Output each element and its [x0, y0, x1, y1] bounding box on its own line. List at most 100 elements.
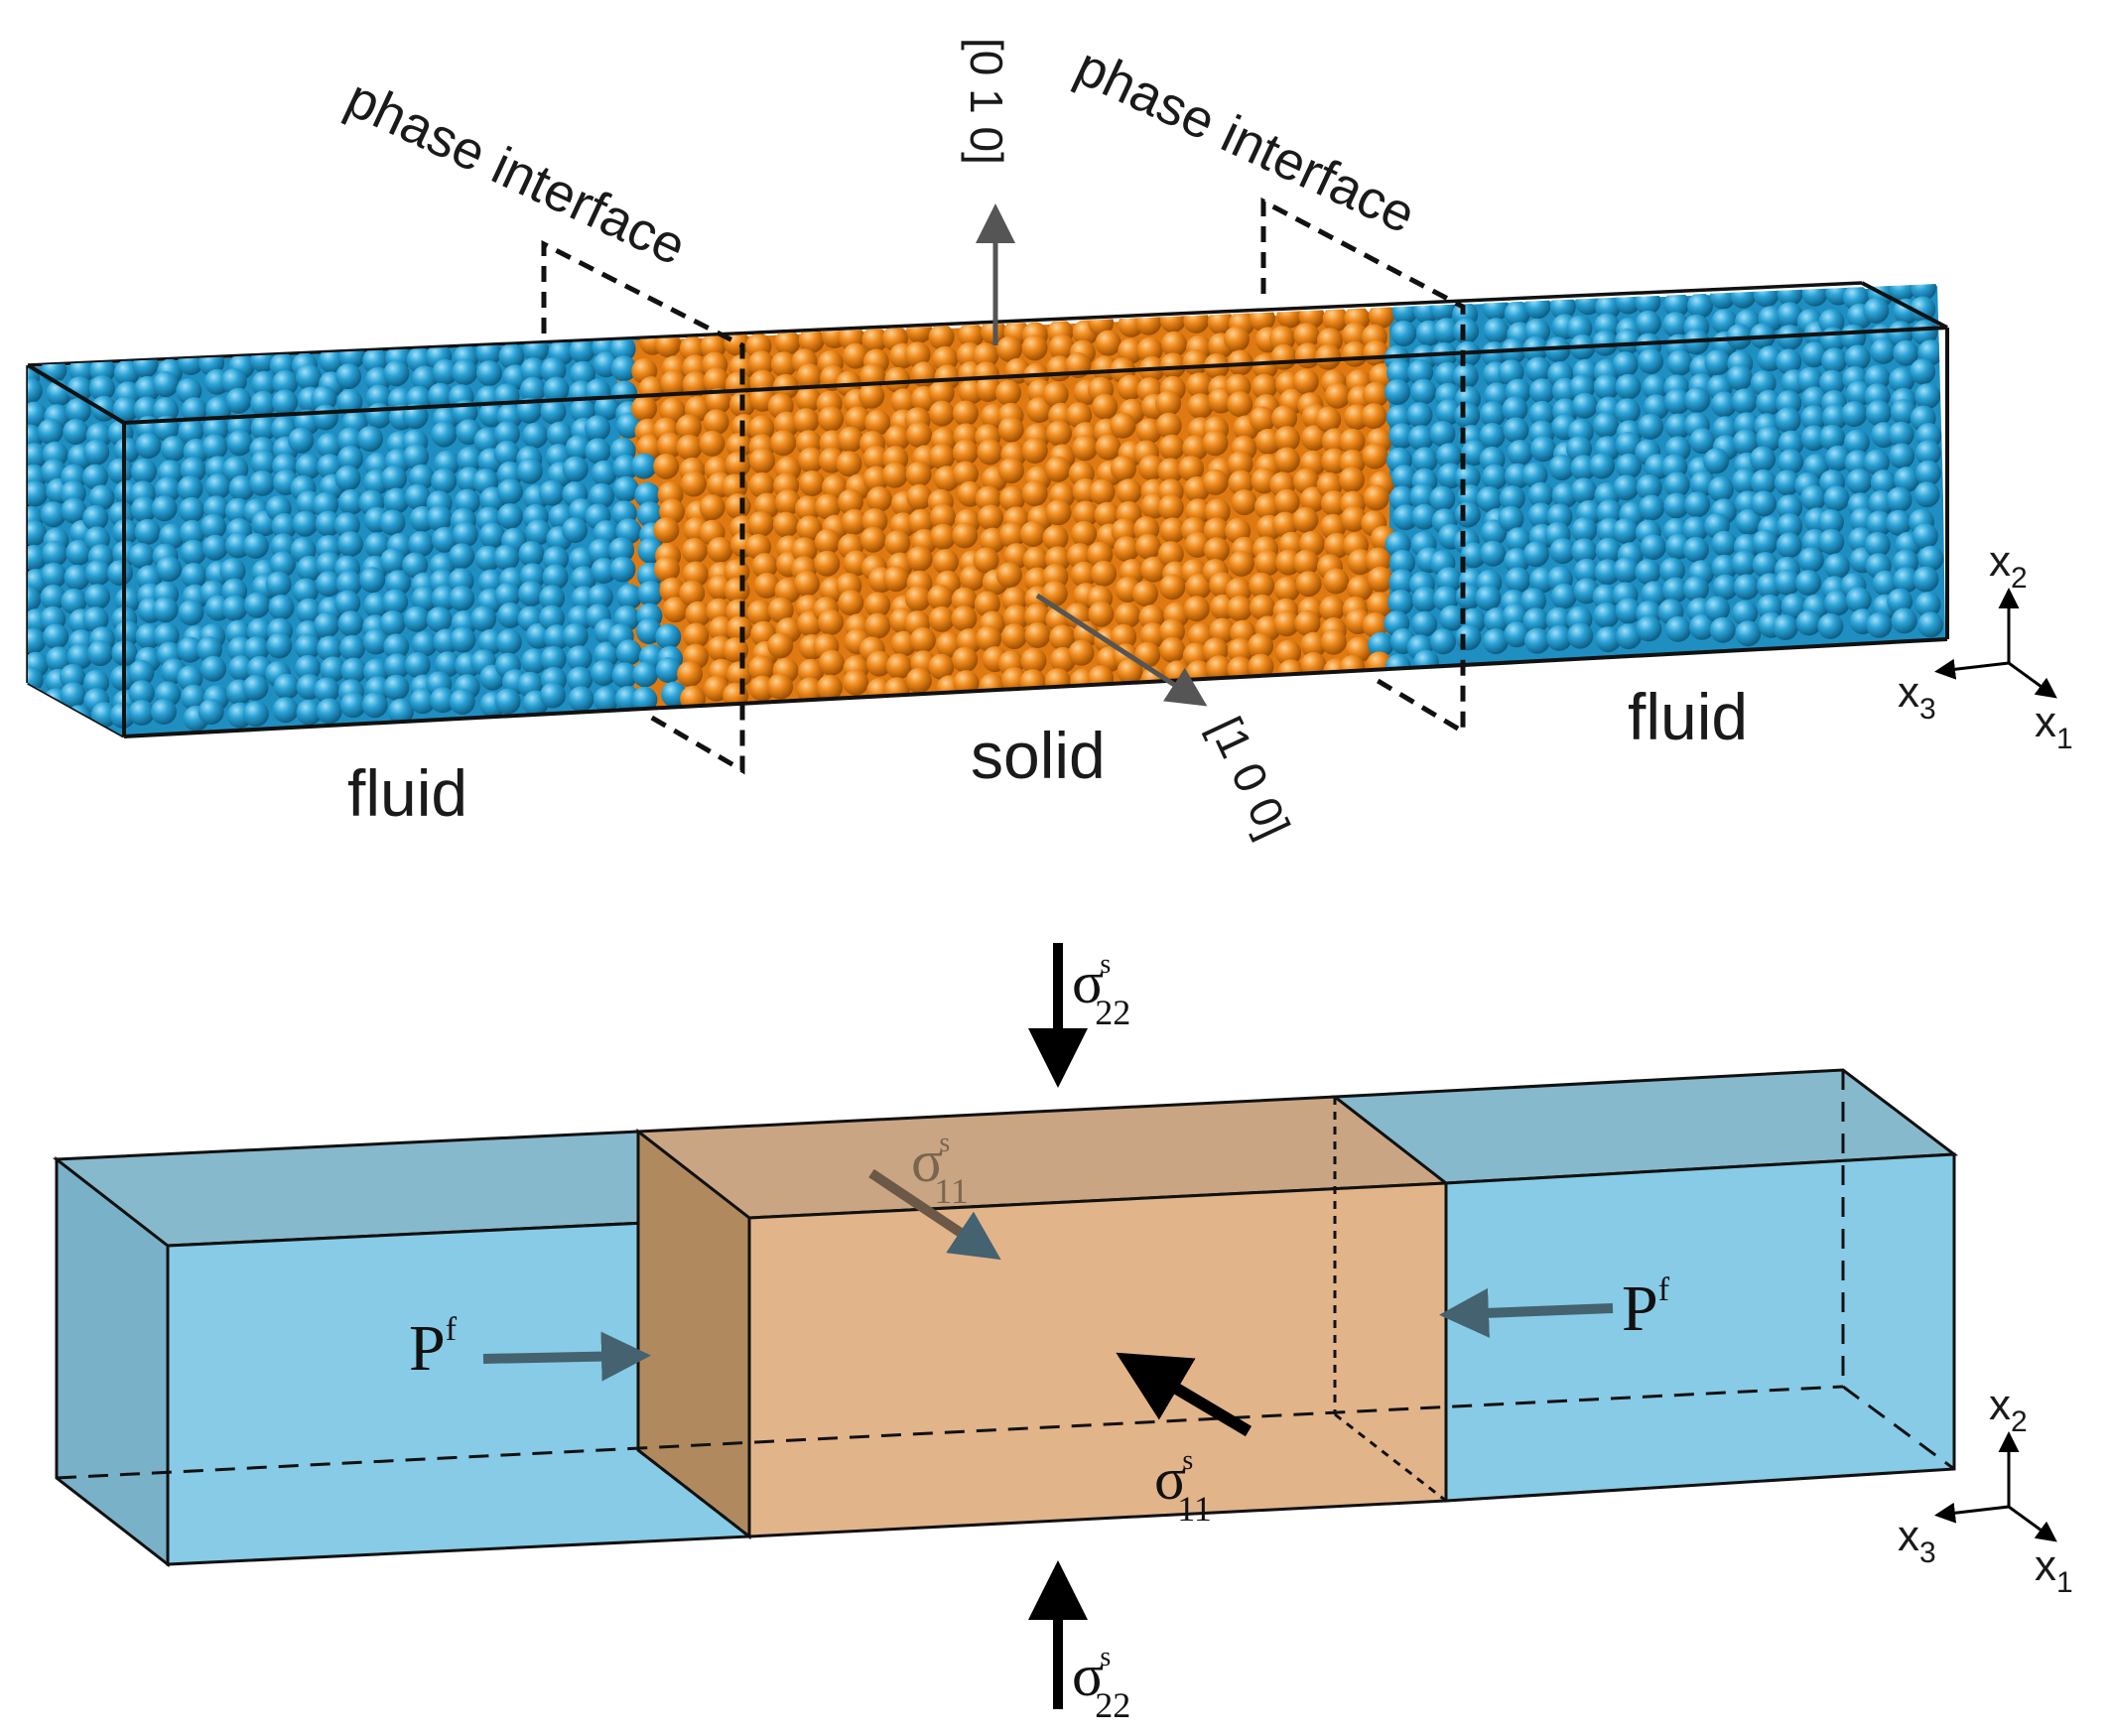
fluid-atom [1775, 407, 1801, 434]
sigma11-back-arrow [868, 1168, 1001, 1261]
fluid-atom [1570, 455, 1597, 481]
fluid-atom [200, 513, 226, 540]
fluid-atom [1527, 502, 1554, 529]
fluid-atom [1411, 447, 1438, 473]
fluid-atom [427, 382, 454, 409]
solid-atom [798, 658, 824, 685]
fluid-atom [65, 397, 91, 424]
axis-triad-bottom: x2 x3 x1 [1898, 1381, 2073, 1599]
fluid-atom [153, 397, 179, 424]
fluid-atom [269, 551, 296, 578]
fluid-atom [1870, 337, 1897, 364]
fluid-atom [494, 582, 521, 608]
fluid-atom [1682, 516, 1709, 543]
solid-atom [974, 591, 1000, 617]
fluid-atom [539, 479, 565, 506]
solid-atom [881, 462, 908, 488]
solid-atom [683, 622, 710, 649]
fluid-atom [631, 686, 658, 713]
solid-atom [861, 327, 888, 353]
fluid-atom [1823, 485, 1850, 512]
solid-atom [749, 448, 775, 474]
fluid-atom [568, 686, 594, 713]
solid-atom [753, 573, 780, 599]
solid-atom [799, 470, 826, 496]
fluid-atom [1548, 455, 1575, 481]
fluid-atom [201, 534, 228, 561]
solid-atom [1159, 636, 1186, 663]
fluid-atom [495, 628, 522, 655]
fluid-atom [516, 397, 543, 424]
fluid-atom [28, 687, 49, 714]
solid-atom [952, 646, 979, 673]
solid-atom [814, 528, 841, 555]
fluid-atom [1890, 399, 1916, 426]
fluid-atom [181, 397, 207, 424]
fluid-atom [1567, 622, 1594, 649]
solid-atom [1019, 521, 1046, 547]
axis-x3-label: x3 [1898, 668, 1936, 726]
fluid-atom [1864, 364, 1891, 391]
solid-atom [1021, 480, 1048, 507]
fluid-atom [1615, 373, 1642, 400]
fluid-atom [296, 699, 323, 726]
fluid-atom [271, 513, 298, 539]
solid-atom [1114, 536, 1139, 563]
fluid-atom [435, 651, 461, 678]
fluid-atom [1390, 321, 1417, 346]
solid-atom [1178, 456, 1205, 482]
solid-atom [1367, 566, 1393, 593]
fluid-atom [1887, 588, 1913, 614]
fluid-atom [1863, 449, 1890, 475]
fluid-atom [383, 487, 410, 514]
fluid-atom [562, 517, 589, 544]
fluid-atom [611, 662, 638, 689]
fluid-atom [1893, 339, 1919, 366]
solid-atom [1361, 403, 1387, 430]
fluid-atom [1684, 387, 1711, 413]
solid-atom [708, 615, 734, 642]
solid-atom [1320, 490, 1347, 517]
direction-100-label: [1 0 0] [1200, 709, 1300, 846]
fluid-atom [1504, 548, 1530, 575]
fluid-atom [316, 433, 342, 460]
fluid-atom [1387, 590, 1414, 615]
fluid-atom [609, 335, 636, 362]
fluid-atom [379, 610, 406, 636]
fluid-atom [1368, 631, 1394, 658]
fluid-atom [28, 520, 47, 547]
solid-atom [1367, 592, 1393, 618]
solid-atom [1209, 617, 1236, 644]
solid-atom [748, 655, 775, 682]
solid-atom [1116, 478, 1142, 505]
fluid-atom [135, 623, 162, 650]
fluid-atom [593, 394, 620, 421]
fluid-atom [314, 611, 339, 638]
solid-atom [1295, 571, 1322, 598]
fluid-atom [616, 584, 643, 610]
fluid-atom [1732, 467, 1758, 494]
fluid-atom [317, 635, 343, 662]
solid-atom [699, 430, 725, 457]
solid-atom [1044, 668, 1071, 695]
fluid-atom [477, 628, 504, 655]
fluid-atom [1752, 529, 1779, 556]
fluid-atom [1777, 513, 1803, 540]
fluid-atom [88, 484, 115, 511]
solid-atom [858, 382, 885, 409]
fluid-atom [1388, 569, 1415, 596]
fluid-atom [1640, 534, 1666, 561]
fluid-atom [1914, 460, 1941, 486]
fluid-atom [181, 684, 207, 711]
pressure-left-label: Pf [409, 1311, 458, 1385]
solid-atom [1254, 493, 1280, 520]
solid-atom [1066, 402, 1093, 429]
solid-atom [726, 661, 752, 688]
fluid-atom [365, 384, 392, 411]
fluid-atom [1704, 596, 1730, 622]
fluid-atom [220, 368, 247, 394]
fluid-atom [1592, 330, 1619, 356]
solid-atom [747, 511, 774, 537]
fluid-atom [28, 666, 44, 693]
solid-atom [1227, 391, 1253, 418]
